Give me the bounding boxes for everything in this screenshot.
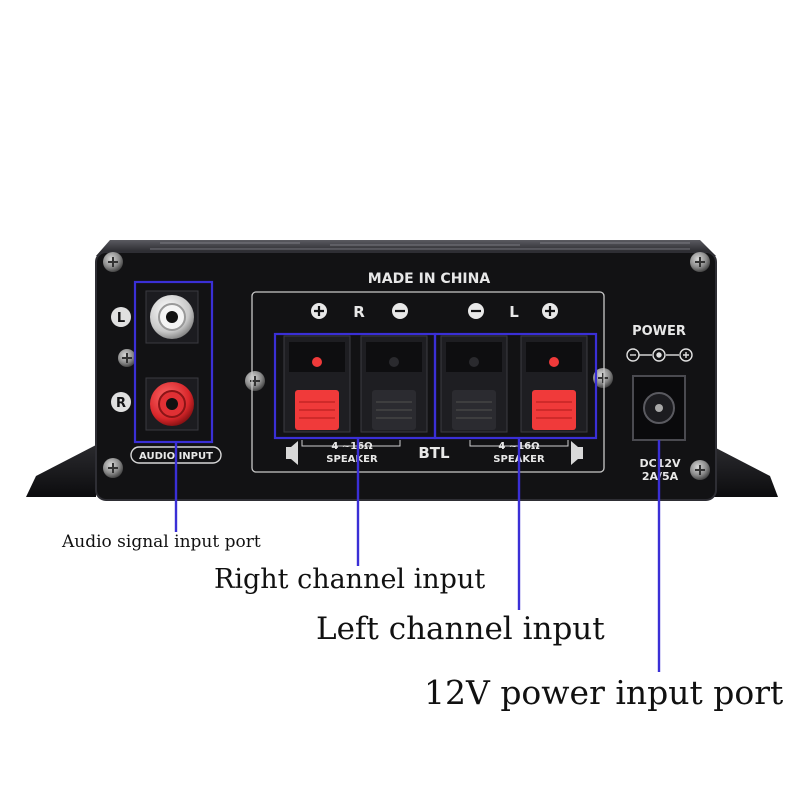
screw-icon xyxy=(245,371,265,391)
callout-left-channel: Left channel input xyxy=(316,611,605,647)
screw-icon xyxy=(690,252,710,272)
speaker-label-left: SPEAKER xyxy=(326,454,378,465)
channel-r-badge xyxy=(111,392,131,412)
channel-l-label: L xyxy=(117,311,125,326)
highlight-audio-input xyxy=(133,280,214,444)
rca-jack-right-red[interactable] xyxy=(145,377,199,431)
highlight-boxes xyxy=(133,280,598,444)
dc-power-jack[interactable] xyxy=(632,375,686,441)
speaker-section-frame xyxy=(251,291,605,473)
terminal-r-label: R xyxy=(353,303,365,321)
dc-current-label: 2A/5A xyxy=(642,470,679,483)
right-mounting-foot xyxy=(714,447,778,497)
made-in-label: MADE IN CHINA xyxy=(368,271,491,287)
callout-lines xyxy=(174,438,661,672)
impedance-label-left: 4 ~16Ω xyxy=(331,441,373,452)
screw-icon xyxy=(593,368,613,388)
dc-polarity-icon xyxy=(626,348,693,362)
heat-sink-ribs xyxy=(150,242,690,250)
speaker-icon xyxy=(286,441,583,465)
dc-voltage-label: DC12V xyxy=(639,457,681,470)
channel-r-label: R xyxy=(116,396,126,411)
highlight-left-channel xyxy=(433,332,598,440)
polarity-markings xyxy=(311,303,558,319)
speaker-label-bracket-left xyxy=(301,440,401,447)
terminal-l-label: L xyxy=(509,303,519,321)
corner-screws xyxy=(103,252,710,480)
screw-icon xyxy=(103,252,123,272)
channel-l-badge xyxy=(111,307,131,327)
callout-right-channel: Right channel input xyxy=(214,564,486,595)
callout-audio-signal: Audio signal input port xyxy=(62,532,261,552)
screw-icon xyxy=(103,458,123,478)
speaker-terminal-l-negative[interactable] xyxy=(440,335,508,433)
power-label: POWER xyxy=(632,324,686,339)
btl-label: BTL xyxy=(418,444,450,462)
speaker-terminal-r-negative[interactable] xyxy=(360,335,428,433)
speaker-terminal-r-positive[interactable] xyxy=(283,335,351,433)
left-mounting-foot xyxy=(26,445,96,497)
rca-jack-left-white[interactable] xyxy=(145,290,199,344)
screw-icon xyxy=(118,349,136,367)
screw-icon xyxy=(690,460,710,480)
speaker-terminal-l-positive[interactable] xyxy=(520,335,588,433)
callout-power-port: 12V power input port xyxy=(424,673,784,712)
